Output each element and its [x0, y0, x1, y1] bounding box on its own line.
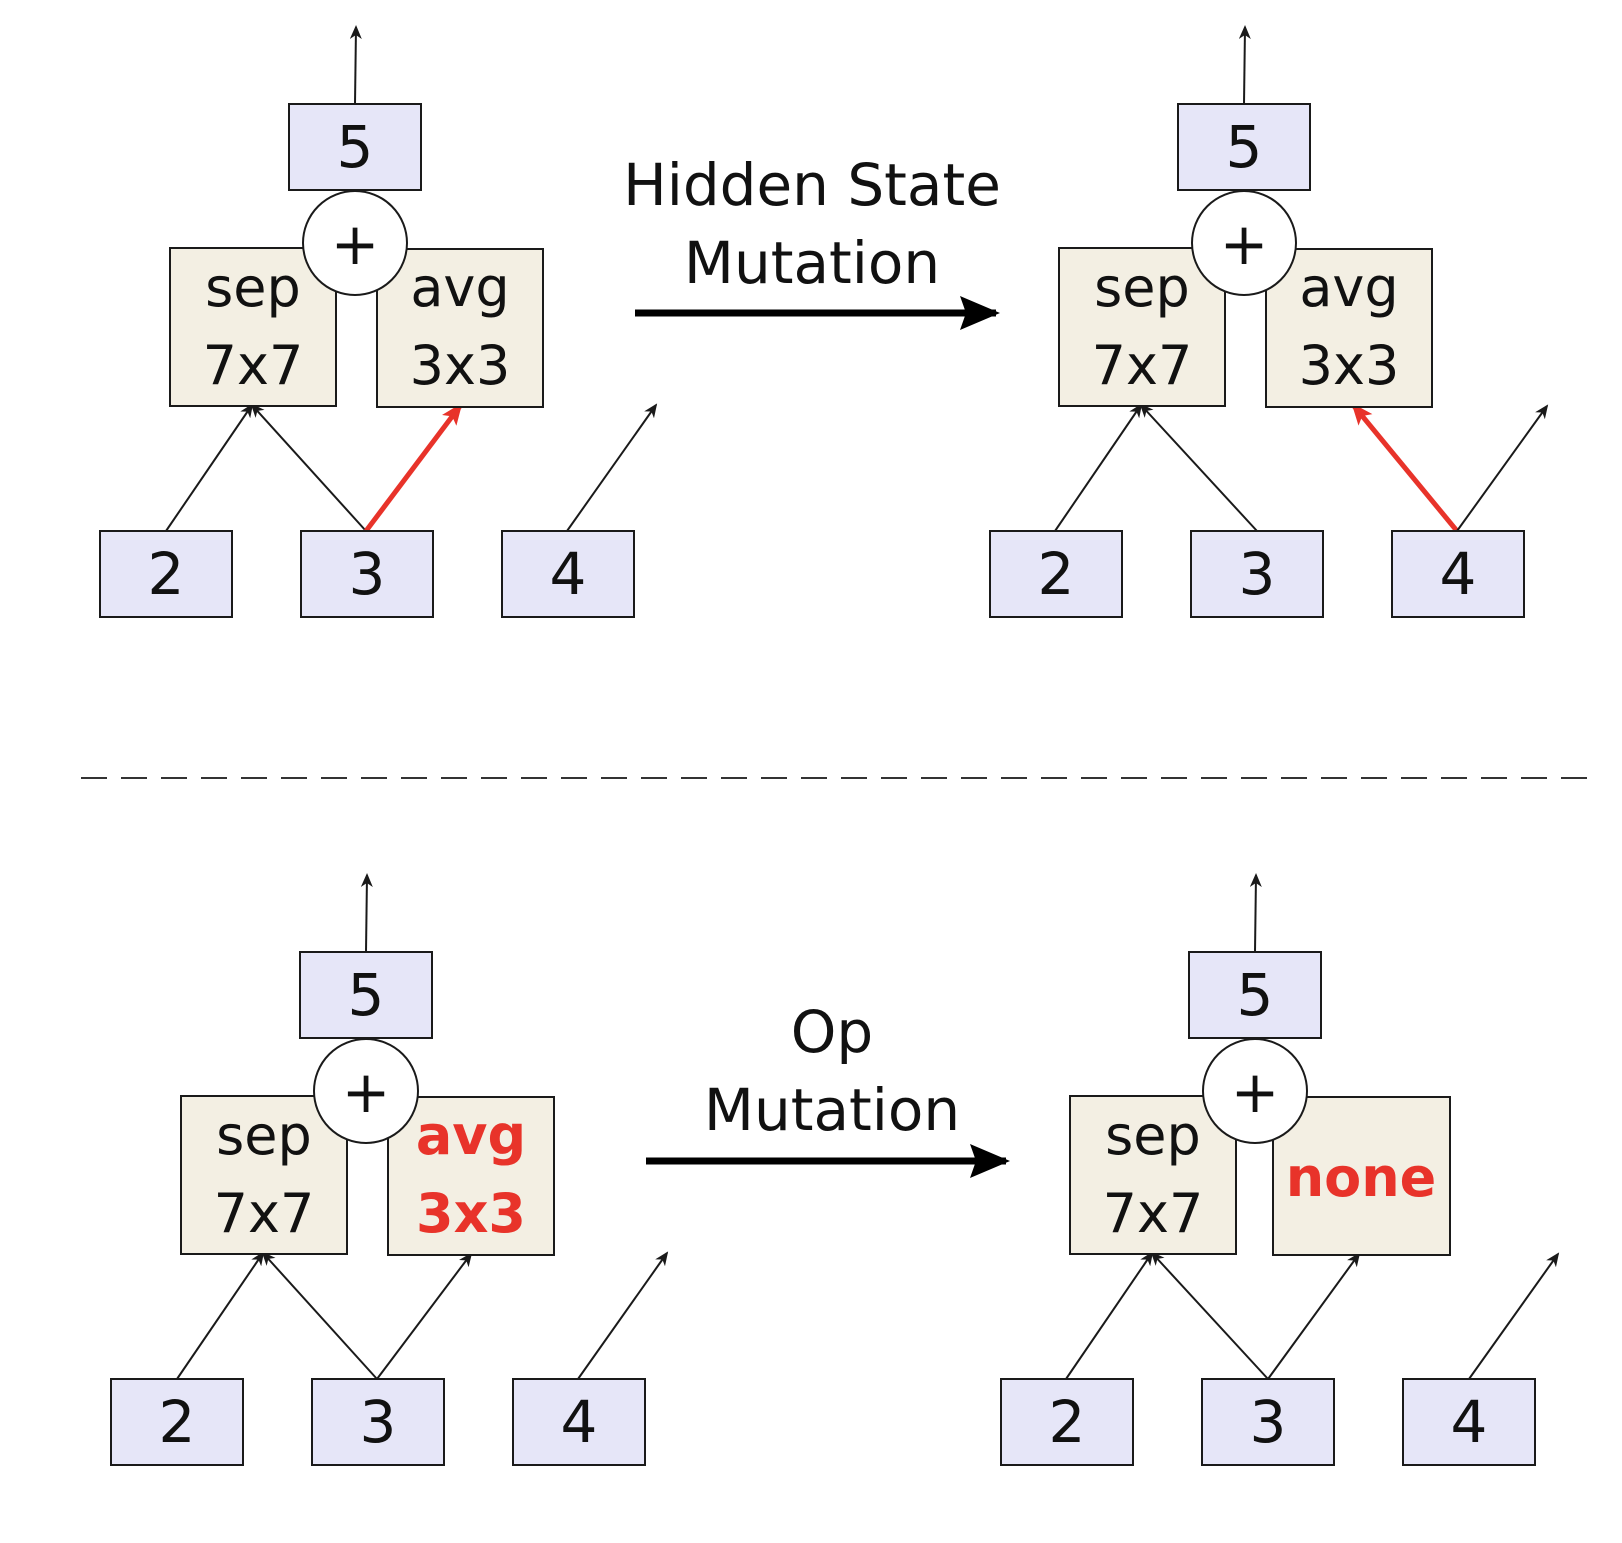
top-after-cell: sep 7x7 avg 3x3 5 + 2 3 4: [989, 25, 1549, 618]
edge-3-to-avg: [376, 1252, 473, 1380]
hidden-state-node-5: [288, 103, 422, 191]
node-label-3: 3: [349, 540, 386, 608]
plus-symbol: +: [1231, 1058, 1280, 1126]
plus-symbol: +: [342, 1058, 391, 1126]
edge-4-dangling: [1468, 1252, 1560, 1380]
op-label-sep-line1: sep: [1094, 256, 1190, 319]
add-combiner-circle: [1191, 190, 1297, 296]
hidden-state-node-3: [311, 1378, 445, 1466]
op-box-sep: [1058, 247, 1226, 407]
edge-4-dangling: [577, 1251, 669, 1380]
op-box-sep: [180, 1095, 348, 1255]
mutation-label-line1: Hidden State: [623, 151, 1001, 219]
node-label-2: 2: [1049, 1388, 1086, 1456]
add-combiner-circle: [313, 1038, 419, 1144]
node-label-2: 2: [148, 540, 185, 608]
bottom-after-cell: sep 7x7 none 5 + 2 3 4: [1000, 873, 1560, 1466]
edge-4-to-avg-highlighted: [1351, 402, 1459, 533]
edge-output-up: [1238, 25, 1251, 105]
edge-3-to-none: [1267, 1252, 1361, 1380]
node-label-5: 5: [1226, 113, 1263, 181]
mutation-label-line1: Op: [791, 998, 873, 1066]
hidden-state-node-3: [1201, 1378, 1335, 1466]
op-box-sep: [1069, 1095, 1237, 1255]
hidden-state-node-4: [1391, 530, 1525, 618]
edge-output-up: [1249, 873, 1262, 953]
op-box-avg: [376, 248, 544, 408]
op-box-none-highlighted: [1272, 1096, 1451, 1256]
node-label-5: 5: [1237, 961, 1274, 1029]
hidden-state-node-4: [1402, 1378, 1536, 1466]
plus-symbol: +: [1220, 210, 1269, 278]
op-label-avg-line1: avg: [410, 256, 509, 319]
mutation-label-line2: Mutation: [704, 1076, 960, 1144]
node-label-2: 2: [1038, 540, 1075, 608]
node-label-3: 3: [360, 1388, 397, 1456]
op-label-sep-line2: 7x7: [1103, 1182, 1204, 1245]
edge-4-dangling: [1456, 404, 1549, 532]
op-label-none-highlighted: none: [1286, 1146, 1437, 1209]
hidden-state-node-4: [501, 530, 635, 618]
hidden-state-node-4: [512, 1378, 646, 1466]
hidden-state-node-2: [99, 530, 233, 618]
op-box-sep: [169, 247, 337, 407]
bottom-mutation-arrow: Op Mutation: [646, 998, 1010, 1178]
mutation-label-line2: Mutation: [684, 229, 940, 297]
top-mutation-arrow: Hidden State Mutation: [623, 151, 1001, 330]
plus-symbol: +: [331, 210, 380, 278]
edge-3-to-sep: [261, 1251, 378, 1380]
edge-output-up: [349, 25, 362, 105]
hidden-state-node-2: [989, 530, 1123, 618]
op-label-sep-line2: 7x7: [1092, 334, 1193, 397]
hidden-state-node-2: [1000, 1378, 1134, 1466]
edge-2-to-sep: [176, 1251, 265, 1380]
node-label-4: 4: [1451, 1388, 1488, 1456]
node-label-3: 3: [1250, 1388, 1287, 1456]
op-label-avg-line1-highlighted: avg: [416, 1104, 526, 1167]
op-label-avg-line2-highlighted: 3x3: [416, 1182, 526, 1245]
add-combiner-circle: [302, 190, 408, 296]
edge-2-to-sep: [165, 403, 254, 532]
op-label-sep-line2: 7x7: [214, 1182, 315, 1245]
node-label-4: 4: [561, 1388, 598, 1456]
edge-output-up: [360, 873, 373, 953]
node-label-4: 4: [1440, 540, 1477, 608]
edge-3-to-sep: [1150, 1251, 1269, 1380]
op-label-sep-line1: sep: [205, 256, 301, 319]
op-label-sep-line1: sep: [216, 1104, 312, 1167]
bottom-before-cell: sep 7x7 avg 3x3 5 + 2 3 4: [110, 873, 669, 1466]
top-before-cell: sep 7x7 avg 3x3 5 + 2 3 4: [99, 25, 658, 618]
edge-3-to-avg-highlighted: [364, 402, 463, 533]
edge-2-to-sep: [1054, 403, 1143, 532]
node-label-3: 3: [1239, 540, 1276, 608]
op-label-sep-line1: sep: [1105, 1104, 1201, 1167]
hidden-state-node-5: [1188, 951, 1322, 1039]
edge-4-dangling: [566, 403, 658, 532]
op-box-avg: [1265, 248, 1433, 408]
edge-3-to-sep: [1139, 403, 1258, 532]
node-label-2: 2: [159, 1388, 196, 1456]
op-box-avg-highlighted: [387, 1096, 555, 1256]
op-label-avg-line2: 3x3: [410, 334, 511, 397]
op-label-sep-line2: 7x7: [203, 334, 304, 397]
node-label-5: 5: [348, 961, 385, 1029]
op-label-avg-line1: avg: [1299, 256, 1398, 319]
add-combiner-circle: [1202, 1038, 1308, 1144]
hidden-state-node-2: [110, 1378, 244, 1466]
hidden-state-node-3: [300, 530, 434, 618]
node-label-4: 4: [550, 540, 587, 608]
op-label-avg-line2: 3x3: [1299, 334, 1400, 397]
hidden-state-node-3: [1190, 530, 1324, 618]
edge-2-to-sep: [1065, 1251, 1154, 1380]
node-label-5: 5: [337, 113, 374, 181]
edge-3-to-sep: [250, 403, 367, 532]
hidden-state-node-5: [1177, 103, 1311, 191]
